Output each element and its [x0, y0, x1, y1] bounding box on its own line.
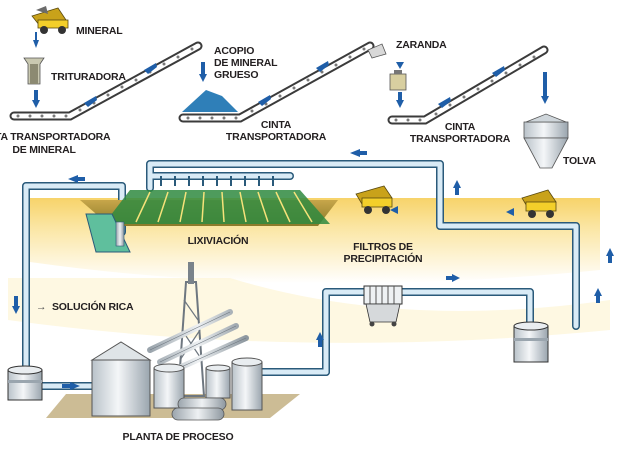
label-acopio-1: ACOPIO	[214, 45, 254, 57]
hopper-icon	[523, 113, 569, 169]
label-filtros-2: PRECIPITACIÓN	[344, 252, 423, 265]
coarse-ore-stockpile-icon	[182, 90, 238, 112]
mineral-down-arrow	[33, 40, 39, 48]
label-acopio-3: GRUESO	[214, 69, 258, 81]
label-cinta-3-1: CINTA	[445, 121, 476, 133]
label-zaranda: ZARANDA	[396, 39, 447, 51]
crusher-icon	[23, 57, 45, 85]
label-planta-de-proceso: PLANTA DE PROCESO	[123, 431, 234, 443]
processing-plant	[46, 262, 300, 421]
conveyor-3	[387, 45, 549, 125]
precipitation-filter-icon	[363, 285, 403, 327]
leach-heap	[80, 190, 338, 253]
label-acopio-2: DE MINERAL	[214, 57, 278, 69]
label-cinta-2-1: CINTA	[261, 119, 292, 131]
ground-lower	[8, 278, 610, 343]
label-tolva: TOLVA	[563, 155, 596, 167]
label-cinta-3-2: TRANSPORTADORA	[410, 133, 511, 145]
conveyor-flow-arrows	[84, 61, 505, 108]
label-cinta-mineral-2: DE MINERAL	[12, 144, 76, 156]
sprinklers	[160, 176, 274, 186]
pipe-flow-arrows	[12, 149, 614, 390]
mineral-truck-icon	[31, 6, 69, 34]
label-cinta-mineral-1: CINTA TRANSPORTADORA	[0, 131, 111, 143]
haul-truck-icon-2	[521, 189, 557, 218]
label-filtros-1: FILTROS DE	[353, 241, 413, 253]
label-solucion-arrow: →	[36, 301, 46, 313]
label-lixiviacion: LIXIVIACIÓN	[188, 234, 249, 247]
pregnant-solution-tank	[7, 365, 43, 401]
label-trituradora: TRITURADORA	[51, 71, 126, 83]
label-mineral: MINERAL	[76, 25, 123, 37]
label-solucion-rica: SOLUCIÓN RICA	[52, 300, 134, 313]
conveyor-2	[178, 41, 375, 123]
solution-tank-right	[513, 321, 549, 363]
haul-truck-icon	[355, 185, 393, 214]
screen-icon	[367, 43, 407, 91]
label-cinta-2-2: TRANSPORTADORA	[226, 131, 327, 143]
